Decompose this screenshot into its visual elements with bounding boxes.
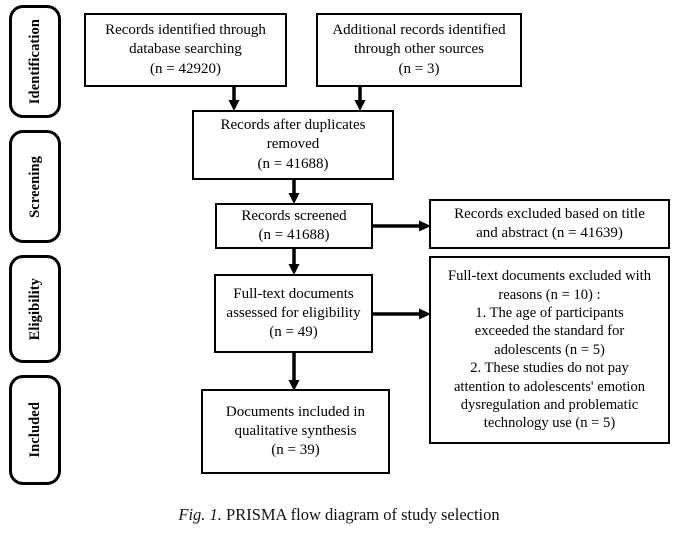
- stage-label-identification: Identification: [26, 18, 43, 105]
- box-records-excluded: Records excluded based on title and abst…: [429, 199, 670, 249]
- box-records-identified-text: Records identified through database sear…: [105, 22, 266, 77]
- figure-caption-prefix: Fig. 1.: [178, 505, 222, 524]
- stage-pill-identification: Identification: [9, 5, 61, 118]
- arrow-identified-to-duplicates: [226, 86, 242, 112]
- box-fulltext-assessed-text: Full-text documents assessed for eligibi…: [226, 285, 361, 341]
- stage-pill-screening: Screening: [9, 130, 61, 243]
- box-after-duplicates-text: Records after duplicates removed (n = 41…: [220, 117, 366, 172]
- stage-pill-included: Included: [9, 375, 61, 485]
- arrow-duplicates-to-screened: [286, 179, 302, 205]
- box-additional-records: Additional records identified through ot…: [316, 13, 522, 87]
- stage-pill-eligibility: Eligibility: [9, 255, 61, 363]
- arrow-fulltext-to-included: [286, 352, 302, 392]
- box-records-screened-text: Records screened (n = 41688): [241, 207, 347, 243]
- box-fulltext-excluded-reasons: Full-text documents excluded with reason…: [429, 256, 670, 444]
- figure-caption: Fig. 1. PRISMA flow diagram of study sel…: [0, 505, 678, 525]
- box-records-screened: Records screened (n = 41688): [215, 203, 373, 249]
- stage-label-eligibility: Eligibility: [26, 277, 43, 341]
- box-fulltext-assessed: Full-text documents assessed for eligibi…: [214, 274, 373, 353]
- stage-label-screening: Screening: [26, 155, 43, 218]
- box-documents-included: Documents included in qualitative synthe…: [201, 389, 390, 474]
- box-additional-records-text: Additional records identified through ot…: [332, 22, 506, 77]
- box-fulltext-excluded-reasons-text: Full-text documents excluded with reason…: [447, 268, 652, 432]
- box-after-duplicates: Records after duplicates removed (n = 41…: [192, 110, 394, 180]
- arrow-screened-to-excluded: [372, 218, 432, 234]
- arrow-additional-to-duplicates: [352, 86, 368, 112]
- arrow-fulltext-to-excluded-reasons: [372, 306, 432, 322]
- figure-caption-text: PRISMA flow diagram of study selection: [226, 505, 500, 524]
- box-records-excluded-text: Records excluded based on title and abst…: [454, 205, 645, 241]
- stage-label-included: Included: [26, 402, 43, 458]
- box-documents-included-text: Documents included in qualitative synthe…: [225, 403, 366, 459]
- arrow-screened-to-fulltext: [286, 248, 302, 276]
- box-records-identified: Records identified through database sear…: [84, 13, 287, 87]
